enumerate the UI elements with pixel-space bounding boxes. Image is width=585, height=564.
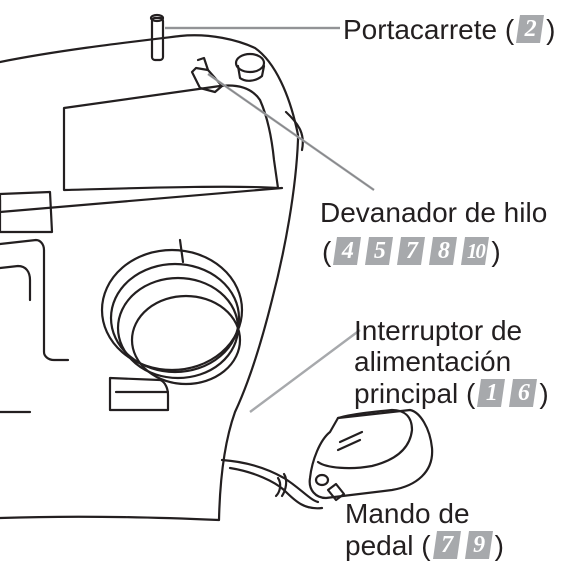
spool-pin	[150, 16, 165, 62]
bobbin-winder	[190, 66, 224, 94]
label-foot-controller: Mando de	[345, 498, 470, 529]
label-bobbin-winder: Devanador de hilo	[320, 197, 547, 228]
step-badge-9: 9	[464, 530, 494, 560]
step-badge-7b: 7	[432, 530, 462, 560]
step-badge-10: 10	[460, 236, 490, 266]
machine-right-edge	[284, 110, 304, 152]
foot-controller-cable	[220, 458, 320, 504]
pattern-dial	[100, 248, 244, 372]
step-badge-7: 7	[396, 236, 426, 266]
label-power-switch-line1: Interruptor de	[354, 315, 523, 346]
side-lever	[108, 376, 170, 412]
top-panel	[62, 84, 280, 192]
label-foot-controller-line1: Mando de	[345, 498, 470, 529]
label-power-switch: Interruptor de	[354, 315, 522, 346]
leader-power-switch	[249, 329, 361, 413]
label-spool-pin-text: Portacarrete (	[343, 14, 515, 45]
step-badge-2: 2	[515, 14, 545, 44]
step-badge-8: 8	[428, 236, 458, 266]
label-power-switch-line2: alimentación	[354, 346, 512, 377]
arm-line-2	[0, 264, 32, 302]
leader-bobbin-winder	[207, 73, 375, 191]
arm-line	[0, 238, 70, 362]
machine-body-outline	[0, 34, 300, 522]
label-spool-pin-close: )	[546, 14, 556, 45]
front-panel-line	[0, 186, 284, 214]
machine-body-inner-line	[0, 515, 221, 522]
foot-controller	[308, 408, 434, 500]
label-spool-pin: Portacarrete (2)	[343, 14, 556, 45]
front-panel	[0, 190, 54, 234]
label-bobbin-winder-line1: Devanador de hilo	[320, 197, 548, 228]
label-power-switch-line2-wrap: alimentación	[354, 346, 511, 377]
step-badge-6: 6	[508, 378, 538, 408]
step-badge-5: 5	[364, 236, 394, 266]
step-badge-1: 1	[476, 378, 506, 408]
bobbin-winder-stopper	[234, 52, 266, 74]
step-badge-4: 4	[332, 236, 362, 266]
